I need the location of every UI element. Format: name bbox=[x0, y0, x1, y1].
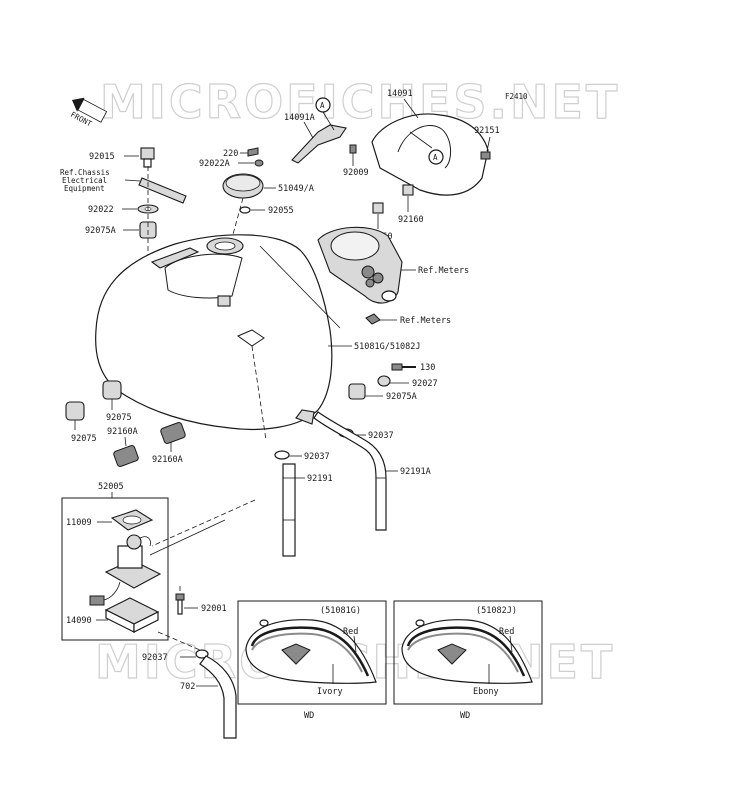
bracket-14090 bbox=[104, 597, 160, 633]
label-14091: 14091 bbox=[387, 89, 413, 99]
label-92055: 92055 bbox=[268, 206, 294, 216]
label-92075A-top: 92075A bbox=[85, 226, 116, 236]
hose-702 bbox=[199, 655, 237, 739]
variant-1-code: (51081G) bbox=[320, 606, 361, 616]
variant-2-color: Ebony bbox=[473, 687, 499, 697]
damper-92160A-left bbox=[113, 445, 139, 467]
label-51081G-51082J: 51081G/51082J bbox=[354, 342, 421, 352]
label-92037-bottom: 92037 bbox=[142, 653, 168, 663]
gasket-11009 bbox=[110, 509, 154, 531]
damper-92160-b bbox=[372, 202, 384, 214]
grommet-meters bbox=[365, 313, 381, 325]
label-92191A: 92191A bbox=[400, 467, 431, 477]
variant-1-stripe: Red bbox=[343, 627, 358, 637]
label-92160A-left: 92160A bbox=[107, 427, 138, 437]
screw-92151 bbox=[480, 151, 491, 160]
watermark-top: MICROFICHES.NET bbox=[100, 75, 620, 129]
collar-92027 bbox=[377, 375, 391, 387]
hose-92191A bbox=[313, 411, 387, 531]
variant-1-region: WD bbox=[304, 711, 314, 721]
variant-box-1 bbox=[237, 600, 387, 705]
callout-a-marker-left: A bbox=[315, 97, 335, 131]
bracket-part bbox=[138, 177, 187, 204]
variant-2-region: WD bbox=[460, 711, 470, 721]
bolt-92001 bbox=[175, 593, 185, 615]
label-92075-left: 92075 bbox=[71, 434, 97, 444]
label-ref-chassis-3: Equipment bbox=[64, 184, 105, 193]
label-ref-meters-1: Ref.Meters bbox=[418, 266, 469, 276]
screw-220 bbox=[247, 147, 259, 157]
clamp-92037-bottom bbox=[195, 649, 209, 659]
label-92022: 92022 bbox=[88, 205, 114, 215]
damper-92160-a bbox=[402, 184, 414, 196]
svg-text:A: A bbox=[433, 153, 438, 162]
damper-92075-mid bbox=[102, 380, 122, 400]
clamp-92037-mid bbox=[274, 450, 290, 460]
label-92151: 92151 bbox=[474, 126, 500, 136]
label-14091A: 14091A bbox=[284, 113, 315, 123]
label-92037-mid: 92037 bbox=[304, 452, 330, 462]
bolt-130 bbox=[391, 363, 416, 371]
label-92001: 92001 bbox=[201, 604, 227, 614]
label-52005: 52005 bbox=[98, 482, 124, 492]
label-ref-chassis-1: Ref.Chassis bbox=[60, 168, 110, 177]
label-92015: 92015 bbox=[89, 152, 115, 162]
label-92037-right: 92037 bbox=[368, 431, 394, 441]
figure-code: F2410 bbox=[505, 92, 528, 101]
variant-1-color: Ivory bbox=[317, 687, 343, 697]
fuel-pump-body bbox=[89, 534, 162, 606]
oring-92055 bbox=[239, 206, 251, 214]
callout-a-marker-right: A bbox=[428, 149, 444, 165]
grommet-92022A bbox=[254, 159, 264, 167]
label-92075-mid: 92075 bbox=[106, 413, 132, 423]
fuel-cap-51049A bbox=[222, 173, 264, 199]
label-702: 702 bbox=[180, 682, 195, 692]
front-arrow-icon bbox=[72, 97, 108, 123]
label-ref-chassis-2: Electrical bbox=[62, 176, 107, 185]
variant-box-2 bbox=[393, 600, 543, 705]
label-220: 220 bbox=[223, 149, 238, 159]
label-92160-a: 92160 bbox=[398, 215, 424, 225]
pump-assembly-box bbox=[61, 497, 169, 641]
damper-92075-left bbox=[65, 401, 85, 421]
svg-text:A: A bbox=[320, 101, 325, 110]
label-92009: 92009 bbox=[343, 168, 369, 178]
label-92022A: 92022A bbox=[199, 159, 230, 169]
damper-92075A-right bbox=[348, 383, 366, 400]
variant-2-code: (51082J) bbox=[476, 606, 517, 616]
screw-92009 bbox=[349, 144, 357, 154]
fuel-tank-51081G-51082J bbox=[95, 234, 333, 430]
label-92191: 92191 bbox=[307, 474, 333, 484]
bracket-14091A bbox=[291, 124, 347, 164]
hose-92191 bbox=[282, 463, 296, 557]
meter-assembly bbox=[317, 226, 403, 304]
label-11009: 11009 bbox=[66, 518, 92, 528]
label-ref-meters-2: Ref.Meters bbox=[400, 316, 451, 326]
label-92027: 92027 bbox=[412, 379, 438, 389]
damper-92160A-mid bbox=[160, 422, 186, 444]
variant-2-stripe: Red bbox=[499, 627, 514, 637]
label-92160A-mid: 92160A bbox=[152, 455, 183, 465]
label-51049A: 51049/A bbox=[278, 184, 314, 194]
label-14090: 14090 bbox=[66, 616, 92, 626]
label-130: 130 bbox=[420, 363, 435, 373]
label-92075A-right: 92075A bbox=[386, 392, 417, 402]
bolt-92015 bbox=[140, 147, 155, 168]
